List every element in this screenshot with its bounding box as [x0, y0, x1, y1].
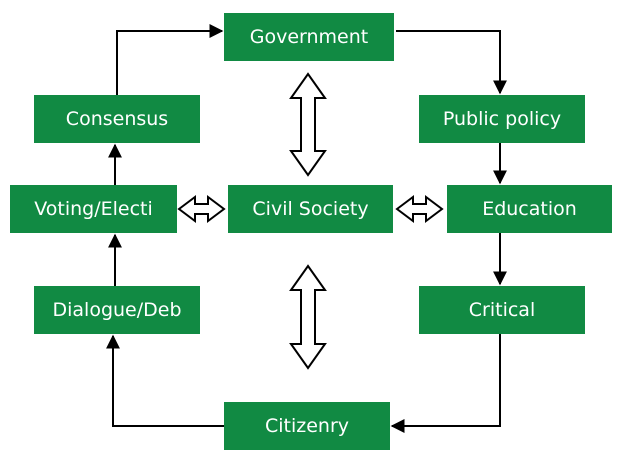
arrow-government-to-public-policy	[396, 30, 507, 95]
node-critical: Critical	[419, 286, 585, 334]
node-voting: Voting/Electi	[10, 185, 177, 233]
node-dialogue: Dialogue/Deb	[34, 286, 200, 334]
arrow-consensus-to-government	[116, 24, 224, 95]
double-arrow-civil-society-citizenry	[289, 264, 327, 370]
node-citizenry: Citizenry	[224, 402, 390, 450]
arrow-citizenry-to-dialogue	[106, 334, 224, 427]
node-education: Education	[447, 185, 612, 233]
double-arrow-government-civil-society	[289, 72, 327, 177]
node-consensus: Consensus	[34, 95, 200, 143]
node-public-policy: Public policy	[419, 95, 585, 143]
arrow-critical-to-citizenry	[390, 334, 501, 433]
node-civil-society: Civil Society	[228, 185, 393, 233]
double-arrow-civil-society-education	[395, 195, 444, 223]
double-arrow-voting-civil-society	[177, 195, 226, 223]
node-government: Government	[224, 13, 394, 61]
